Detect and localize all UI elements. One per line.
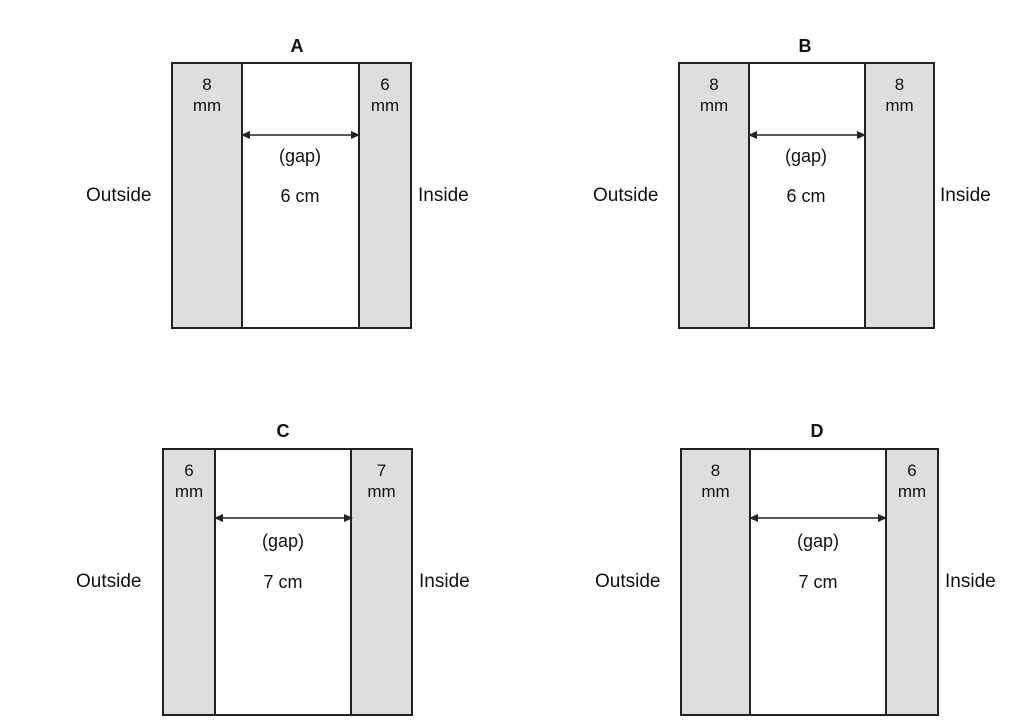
inner-wall-unit: mm [370, 96, 400, 115]
gap-value: 7 cm [263, 572, 303, 592]
gap-dimension-arrow [748, 129, 866, 141]
gap-dimension-arrow [749, 512, 887, 524]
gap-label: (gap) [784, 146, 828, 166]
inner-wall-unit: mm [897, 482, 927, 501]
gap-value: 6 cm [280, 186, 320, 206]
inside-label: Inside [940, 185, 991, 206]
outside-label: Outside [593, 185, 659, 206]
gap-value: 7 cm [798, 572, 838, 592]
wall-cross-section: 8 mm 6 mm [171, 62, 412, 329]
inner-wall: 8 mm [864, 64, 933, 327]
outer-wall: 8 mm [680, 64, 750, 327]
gap-value: 6 cm [786, 186, 826, 206]
outer-wall: 8 mm [682, 450, 751, 714]
inside-label: Inside [945, 571, 996, 592]
panel-title: C [276, 421, 290, 441]
inner-wall-unit: mm [367, 482, 396, 501]
outer-wall: 8 mm [173, 64, 243, 327]
gap-dimension-arrow [241, 129, 360, 141]
inner-wall: 6 mm [885, 450, 937, 714]
outside-label: Outside [595, 571, 661, 592]
inner-wall-value: 6 [907, 461, 917, 480]
gap-dimension-arrow [214, 512, 353, 524]
wall-cross-section: 8 mm 8 mm [678, 62, 935, 329]
outer-wall-value: 6 [184, 461, 194, 480]
inside-label: Inside [418, 185, 469, 206]
inner-wall: 6 mm [358, 64, 410, 327]
inner-wall-value: 7 [376, 461, 387, 480]
outside-label: Outside [86, 185, 152, 206]
inner-wall-value: 6 [380, 75, 390, 94]
panel-title: A [290, 36, 304, 56]
outer-wall-unit: mm [174, 482, 204, 501]
outer-wall-unit: mm [701, 482, 730, 501]
outer-wall-unit: mm [699, 96, 729, 115]
outer-wall: 6 mm [164, 450, 216, 714]
outside-label: Outside [76, 571, 142, 592]
outer-wall-value: 8 [202, 75, 212, 94]
panel-title: B [798, 36, 812, 56]
gap-label: (gap) [261, 531, 305, 551]
gap-label: (gap) [278, 146, 322, 166]
gap-label: (gap) [796, 531, 840, 551]
inner-wall-unit: mm [885, 96, 914, 115]
outer-wall-value: 8 [709, 75, 719, 94]
outer-wall-unit: mm [192, 96, 222, 115]
wall-cross-section: 8 mm 6 mm [680, 448, 939, 716]
inner-wall-value: 8 [894, 75, 905, 94]
inside-label: Inside [419, 571, 470, 592]
panel-title: D [810, 421, 824, 441]
outer-wall-value: 8 [710, 461, 721, 480]
wall-cross-section: 6 mm 7 mm [162, 448, 413, 716]
inner-wall: 7 mm [350, 450, 411, 714]
